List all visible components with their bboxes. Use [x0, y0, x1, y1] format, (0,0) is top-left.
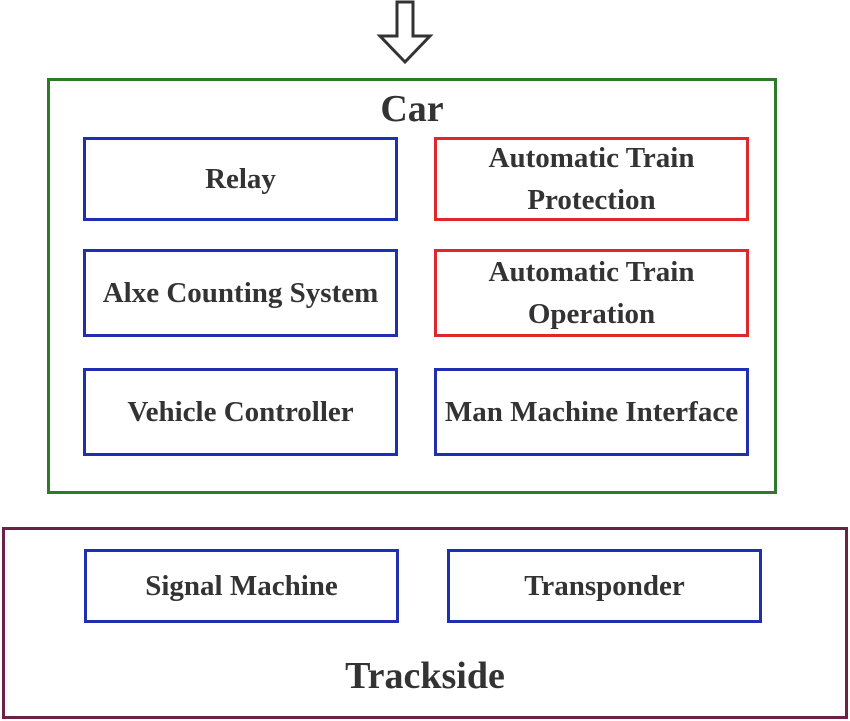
relay-box: Relay: [83, 137, 398, 221]
man-machine-interface-box: Man Machine Interface: [434, 368, 749, 456]
car-group: Car Relay Automatic Train Protection Alx…: [47, 78, 777, 494]
trackside-title: Trackside: [345, 655, 505, 697]
axle-counting-system-box: Alxe Counting System: [83, 249, 398, 337]
signal-machine-box: Signal Machine: [84, 549, 399, 623]
hollow-down-arrow-icon: [376, 0, 434, 65]
automatic-train-operation-box: Automatic Train Operation: [434, 249, 749, 337]
transponder-box: Transponder: [447, 549, 762, 623]
car-title: Car: [380, 88, 444, 130]
automatic-train-protection-box: Automatic Train Protection: [434, 137, 749, 221]
trackside-group: Signal Machine Transponder Trackside: [2, 527, 848, 719]
vehicle-controller-box: Vehicle Controller: [83, 368, 398, 456]
